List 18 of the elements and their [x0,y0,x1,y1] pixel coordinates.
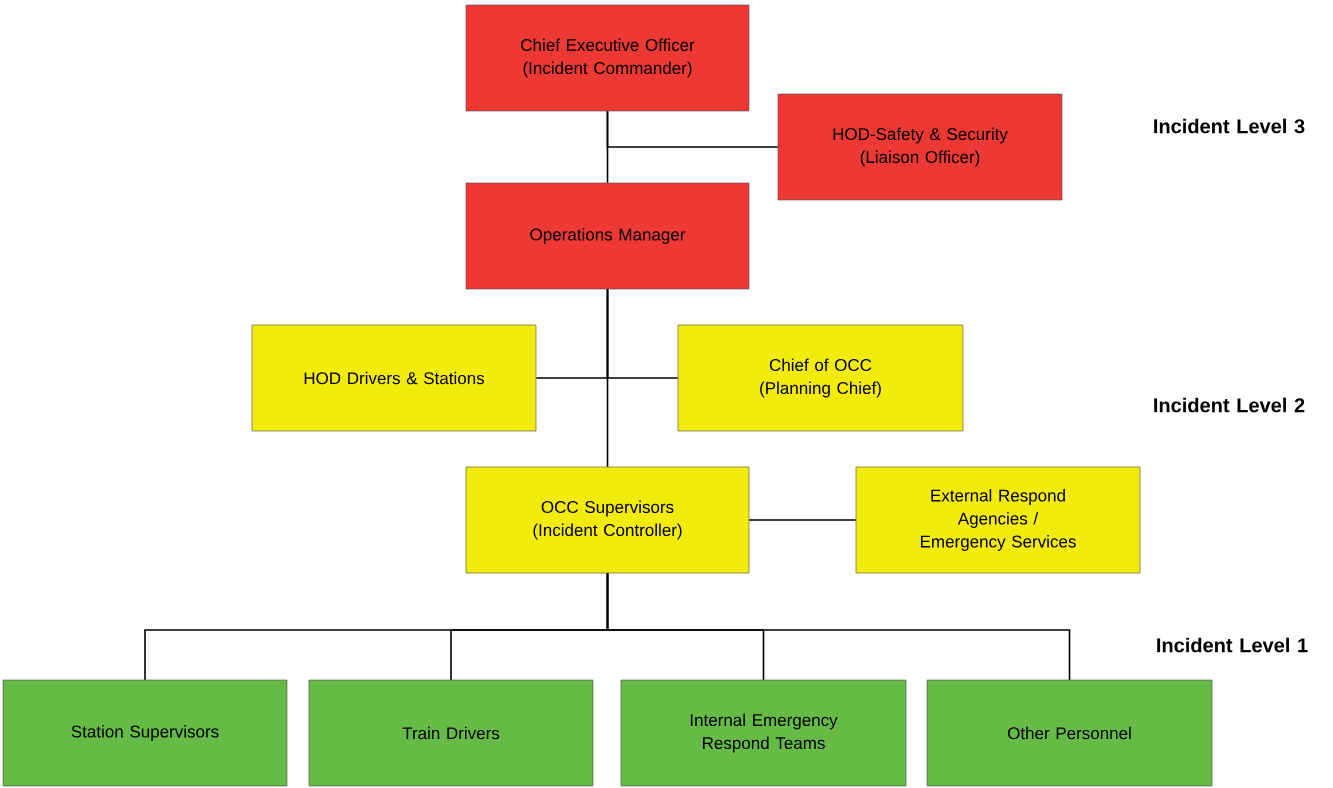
connector-line [606,288,679,379]
connector-line [606,572,1071,681]
org-box: Internal Emergency Respond Teams [620,679,907,787]
org-box: Station Supervisors [2,679,288,787]
level-label: Incident Level 1 [1157,637,1308,653]
level-label: Incident Level 3 [1154,118,1305,134]
org-box: External Respond Agencies / Emergency Services [855,466,1141,574]
org-box: OCC Supervisors (Incident Controller) [465,466,750,574]
level-label: Incident Level 2 [1154,397,1305,413]
org-box: Chief Executive Officer (Incident Commander) [465,4,750,112]
org-box: Other Personnel [926,679,1213,787]
org-box: HOD Drivers & Stations [251,324,537,432]
org-box: HOD-Safety & Security (Liaison Officer) [777,93,1063,201]
org-box: Train Drivers [308,679,594,787]
org-box: Operations Manager [465,182,750,290]
connector-line [748,519,857,521]
connector-line [606,110,779,148]
org-box: Chief of OCC (Planning Chief) [677,324,964,432]
